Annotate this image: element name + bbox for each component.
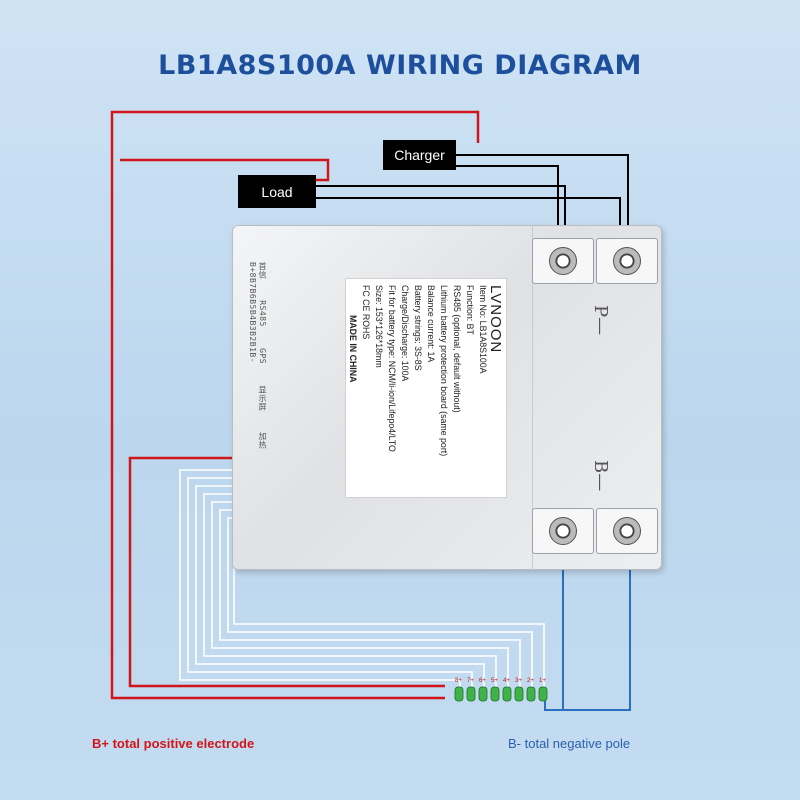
product-label: LVNOON Item No: LB1A8S100A Function: BT … — [345, 278, 507, 498]
side-label-2: 加热 — [258, 432, 267, 450]
charger-wire-2 — [456, 165, 559, 250]
charger-label: Charger — [394, 147, 445, 163]
terminal-bolt-icon — [549, 247, 577, 275]
legend-positive: B+ total positive electrode — [92, 736, 255, 751]
side-label-3: 显示屏 — [258, 385, 267, 411]
pin-label: 4+ — [503, 678, 510, 684]
charger-positive-wire — [110, 110, 480, 700]
bminus-wire-2 — [563, 535, 631, 711]
made-in-label: MADE IN CHINA — [348, 315, 358, 383]
load-box: Load — [238, 175, 316, 208]
label-line: FC CE ROHS — [361, 285, 371, 340]
charger-wire-1 — [456, 154, 629, 250]
pin-label: 3+ — [515, 678, 522, 684]
board-panel — [232, 225, 533, 570]
label-line: Function: BT — [465, 285, 475, 335]
side-label-4: GPS — [258, 348, 267, 365]
pin-label: 7+ — [467, 678, 474, 684]
board-side-labels: 首信 RS485 GPS 显示屏 加热 B+8B7B6B5B4B3B2B1B- — [238, 262, 268, 532]
p-minus-terminal-1 — [532, 238, 594, 284]
bplus-wire — [128, 456, 445, 688]
pin-label: 1+ — [539, 678, 546, 684]
pin-label: 8+ — [455, 678, 462, 684]
load-label: Load — [261, 183, 293, 200]
label-line: Balance current: 1A — [426, 285, 436, 363]
side-label-1: B+8B7B6B5B4B3B2B1B- — [248, 262, 257, 364]
brand-name: LVNOON — [487, 285, 504, 354]
b-minus-terminal-2 — [596, 508, 658, 554]
b-minus-terminal-1 — [532, 508, 594, 554]
terminal-bolt-icon — [549, 517, 577, 545]
label-line: Lithium battery protection board (same p… — [439, 285, 449, 457]
pin-label: 5+ — [491, 678, 498, 684]
label-line: Fit for battery type: NCM/li-ion/Lifepo4… — [387, 285, 397, 452]
pin-label: 6+ — [479, 678, 486, 684]
p-minus-terminal-2 — [596, 238, 658, 284]
connector-pins — [454, 686, 548, 702]
side-label-5: RS485 — [258, 300, 267, 327]
pin-label: 2+ — [527, 678, 534, 684]
legend-negative: B- total negative pole — [508, 736, 631, 751]
label-line: RS485 (optional, default without) — [452, 285, 462, 413]
label-line: Size: 153*126*18mm — [374, 285, 384, 368]
label-line: Item No: LB1A8S100A — [478, 285, 488, 374]
label-line: Battery strings: 3S-8S — [413, 285, 423, 371]
terminal-bolt-icon — [613, 517, 641, 545]
diagram-title: LB1A8S100A WIRING DIAGRAM — [158, 50, 642, 81]
side-label-6: 首信 — [258, 262, 267, 279]
b-minus-label: B— — [590, 460, 611, 492]
terminal-bolt-icon — [613, 247, 641, 275]
charger-box: Charger — [383, 140, 456, 170]
label-line: Charge/Discharge: 100A — [400, 285, 410, 382]
p-minus-label: P— — [590, 305, 611, 336]
load-positive-wire — [120, 158, 330, 182]
